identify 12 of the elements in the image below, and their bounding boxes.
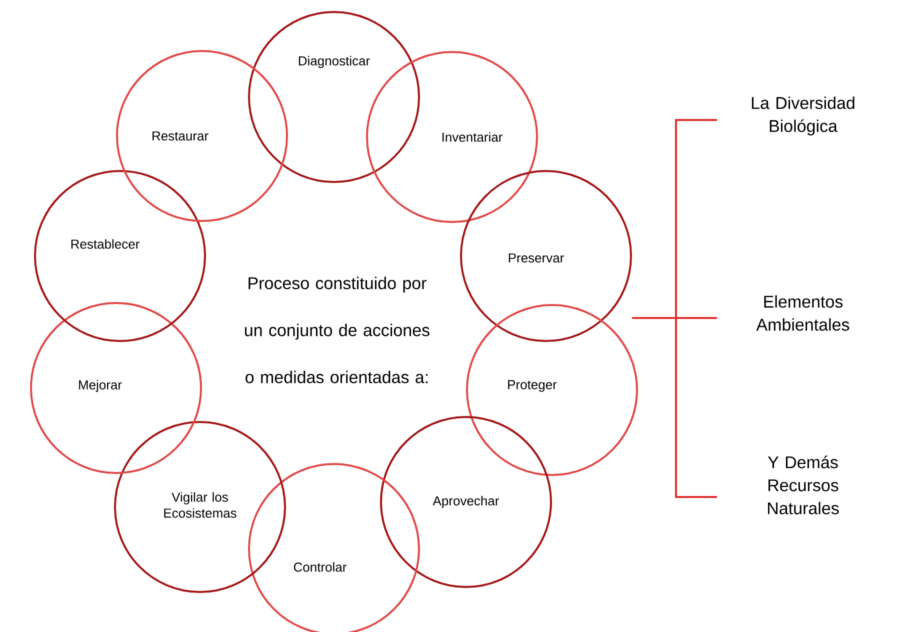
circle-node: Proteger bbox=[466, 304, 638, 476]
circle-node: Restablecer bbox=[34, 170, 206, 342]
circle-node: Mejorar bbox=[30, 302, 202, 474]
bracket-item: La Diversidad Biológica bbox=[752, 96, 854, 136]
bracket-item: Y Demás Recursos Naturales bbox=[768, 456, 839, 514]
circle-node: Aprovechar bbox=[380, 416, 552, 588]
circle-node: Diagnosticar bbox=[248, 11, 420, 183]
circle-node: Vigilar los Ecosistemas bbox=[114, 420, 286, 593]
central-text: Proceso constituido por un conjunto de acciones o medidas orientadas a: bbox=[245, 276, 430, 384]
circle-node: Preservar bbox=[460, 170, 632, 342]
circle-node: Restaurar bbox=[116, 50, 288, 222]
bracket-item: Elementos Ambientales bbox=[756, 295, 850, 331]
